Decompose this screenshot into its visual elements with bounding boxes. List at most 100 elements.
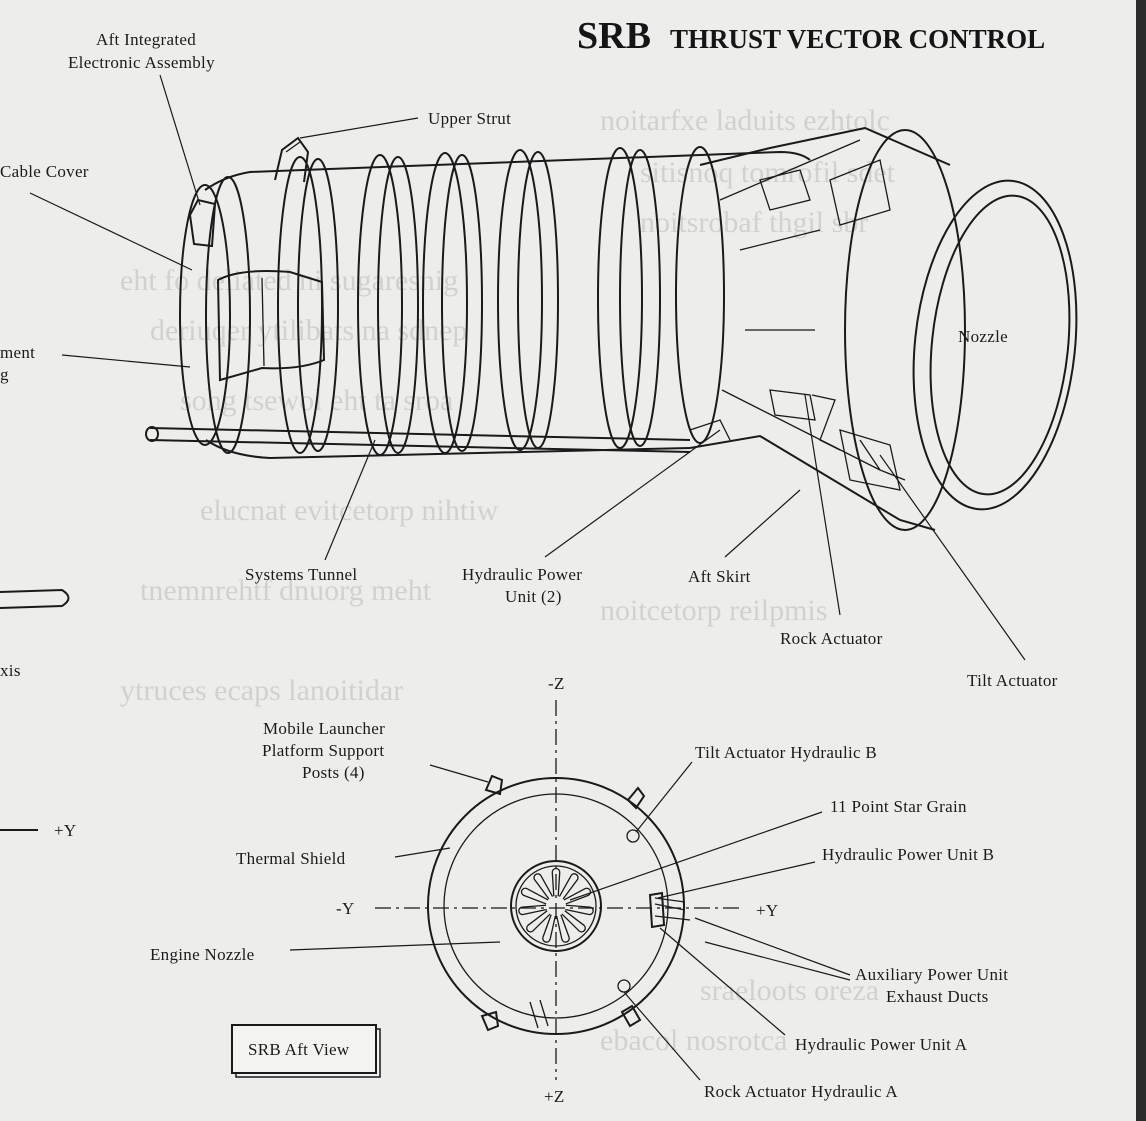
svg-text:eht fo deliated ni sugares: eht fo deliated ni sugaresnig <box>120 264 458 297</box>
electronics-box <box>216 270 326 382</box>
label-tilt-actuator: Tilt Actuator <box>967 671 1058 690</box>
engine-nozzle-circle <box>510 860 602 952</box>
star-grain-point <box>518 904 547 916</box>
aft-skirt-outline <box>427 777 685 1035</box>
star-grain-point <box>563 887 592 905</box>
tunnel-end <box>145 426 159 442</box>
star-grain-point <box>551 867 561 897</box>
skirt-detail-upper <box>759 159 891 226</box>
star-grain-point <box>542 914 556 943</box>
label-hpu-b: Hydraulic Power Unit B <box>822 845 994 864</box>
aft-skirt-ring <box>844 129 966 531</box>
star-grain-point <box>526 910 551 933</box>
label-apu-1: Auxiliary Power Unit <box>855 965 1008 984</box>
segment-ring <box>497 149 543 451</box>
aft-view-labels: -Z +Z -Y +Y Mobile Launcher Platform Sup… <box>150 674 1008 1106</box>
forward-end-ring <box>179 184 231 446</box>
label-nozzle: Nozzle <box>958 327 1008 346</box>
svg-text:elucnat evitcetorp nihtiw: elucnat evitcetorp nihtiw <box>200 494 499 527</box>
label-systems-tunnel: Systems Tunnel <box>245 565 357 584</box>
lower-detail <box>529 999 549 1029</box>
page-edge <box>1136 0 1146 1121</box>
segment-ring <box>357 154 403 456</box>
segment-ring <box>377 156 419 454</box>
aft-view-leaders <box>289 761 851 1081</box>
box-edge <box>261 277 265 367</box>
segment-ring <box>597 147 643 449</box>
tilt-hyd-b-marker <box>626 829 640 843</box>
star-grain-point <box>565 904 594 916</box>
label-aft-integrated-2: Electronic Assembly <box>68 53 215 72</box>
segment-ring <box>517 151 559 449</box>
segment-ring <box>675 146 725 444</box>
label-hpu-1: Hydraulic Power <box>462 565 582 584</box>
star-grain-point <box>520 887 549 905</box>
label-engine-nozzle: Engine Nozzle <box>150 945 254 964</box>
label-tilt-hyd-b: Tilt Actuator Hydraulic B <box>695 743 877 762</box>
aft-view-box-label: SRB Aft View <box>248 1040 350 1059</box>
svg-text:tnemnrehtf dnuorg meht: tnemnrehtf dnuorg meht <box>140 574 432 607</box>
label-apu-2: Exhaust Ducts <box>886 987 989 1006</box>
svg-text:noitarfxe laduits ezhtolc: noitarfxe laduits ezhtolc <box>600 104 890 137</box>
label-hpu-2: Unit (2) <box>505 587 562 606</box>
support-post <box>484 774 504 796</box>
svg-text:deriuqer ytilibats na sdnep: deriuqer ytilibats na sdnep <box>150 314 467 347</box>
forward-end-ring-2 <box>205 176 251 454</box>
srb-side-view-drawing <box>145 126 1078 531</box>
rock-actuator-shape <box>811 394 841 451</box>
axis-plus-z: +Z <box>544 1087 565 1106</box>
cylinder-top-edge <box>204 150 811 191</box>
title-rest: THRUST VECTOR CONTROL <box>670 24 1045 54</box>
label-thermal-shield: Thermal Shield <box>236 849 346 868</box>
label-mlp-3: Posts (4) <box>302 763 365 782</box>
label-rock-actuator: Rock Actuator <box>780 629 883 648</box>
support-post <box>626 786 646 810</box>
star-grain-point <box>561 910 586 933</box>
label-attachment-partial-2: g <box>0 365 9 384</box>
label-rock-hyd-a: Rock Actuator Hydraulic A <box>704 1082 898 1101</box>
apu-exhaust-ducts <box>654 897 691 921</box>
upper-strut-bracket <box>274 136 310 183</box>
label-mlp-1: Mobile Launcher <box>263 719 385 738</box>
side-view-leaders <box>29 74 1026 661</box>
strut-detail <box>285 141 301 153</box>
svg-text:noitcetorp reilpmis: noitcetorp reilpmis <box>600 594 827 627</box>
label-upper-strut: Upper Strut <box>428 109 511 128</box>
cylinder-bottom-edge <box>205 439 691 460</box>
label-aft-integrated: Aft Integrated <box>96 30 196 49</box>
aft-skirt-top <box>699 126 951 166</box>
nozzle-exit-inner <box>929 194 1071 496</box>
nozzle-inner <box>515 865 597 947</box>
star-grain-point <box>533 873 554 900</box>
nozzle-exit <box>912 179 1078 511</box>
svg-text:ytruces ecaps lanoitidar: ytruces ecaps lanoitidar <box>120 674 403 707</box>
title-prefix: SRB <box>577 15 651 57</box>
star-grain-point <box>556 914 570 943</box>
svg-text:sraeloots oreza: sraeloots oreza <box>700 974 879 1007</box>
aft-integrated-box <box>188 198 217 248</box>
star-grain-point <box>558 873 579 900</box>
tilt-actuator-shape <box>859 439 906 481</box>
label-mlp-2: Platform Support <box>262 741 384 760</box>
svg-text:noitsrobaf thgil sbr: noitsrobaf thgil sbr <box>640 206 868 239</box>
rock-hyd-a-marker <box>617 979 631 993</box>
side-view-labels: Aft Integrated Electronic Assembly Upper… <box>0 30 1058 690</box>
segment-ring <box>422 152 468 454</box>
axis-plus-y: +Y <box>756 901 778 920</box>
skirt-detail-lower <box>769 389 901 491</box>
svg-text:ebacol nosrotca: ebacol nosrotca <box>600 1024 787 1057</box>
left-plus-y: +Y <box>54 821 76 840</box>
segment-ring <box>297 158 339 452</box>
axis-minus-z: -Z <box>548 674 565 693</box>
left-partial-shape <box>0 588 70 609</box>
page-title: SRB THRUST VECTOR CONTROL <box>577 15 1045 57</box>
axis-minus-y: -Y <box>336 899 355 918</box>
label-hpu-a: Hydraulic Power Unit A <box>795 1035 968 1054</box>
segment-ring <box>441 154 483 452</box>
label-cable-cover: Cable Cover <box>0 162 89 181</box>
svg-text:sitisnoq tomrofil sdet: sitisnoq tomrofil sdet <box>640 156 896 189</box>
label-attachment-partial: ment <box>0 343 35 362</box>
support-post <box>480 1010 500 1032</box>
